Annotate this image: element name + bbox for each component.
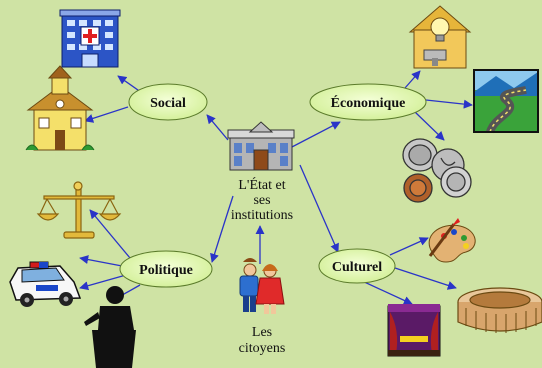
scales-of-justice-icon bbox=[36, 181, 122, 239]
node-politique-label: Politique bbox=[139, 263, 193, 278]
center-label-line-3: institutions bbox=[231, 208, 293, 223]
coins-icon bbox=[402, 138, 472, 203]
police-car-icon bbox=[9, 261, 82, 307]
citizens-label: Les citoyens bbox=[239, 325, 286, 356]
winding-road-landscape-icon bbox=[473, 69, 539, 134]
node-social-label: Social bbox=[150, 96, 186, 111]
node-culturel: Culturel bbox=[318, 248, 396, 284]
citizens-label-line-1: Les bbox=[252, 325, 272, 340]
paint-palette-icon bbox=[428, 218, 476, 263]
theater-stage-icon bbox=[387, 304, 441, 357]
speaker-at-podium-icon bbox=[84, 286, 136, 368]
node-economique-label: Économique bbox=[331, 94, 406, 111]
center-label-line-1: L'État et bbox=[238, 176, 285, 193]
colosseum-icon bbox=[457, 287, 542, 333]
government-building-icon bbox=[227, 121, 295, 171]
node-economique: Économique bbox=[309, 83, 427, 121]
node-culturel-label: Culturel bbox=[332, 260, 382, 275]
school-icon bbox=[25, 65, 95, 151]
citizens-couple-icon bbox=[239, 258, 285, 314]
center-label-line-2: ses bbox=[253, 193, 270, 208]
lightbulb-house-icon bbox=[408, 5, 472, 69]
node-social: Social bbox=[128, 83, 208, 121]
center-label: L'État et ses institutions bbox=[231, 176, 293, 223]
node-politique: Politique bbox=[119, 250, 213, 288]
citizens-label-line-2: citoyens bbox=[239, 341, 286, 356]
hospital-icon bbox=[59, 9, 121, 68]
